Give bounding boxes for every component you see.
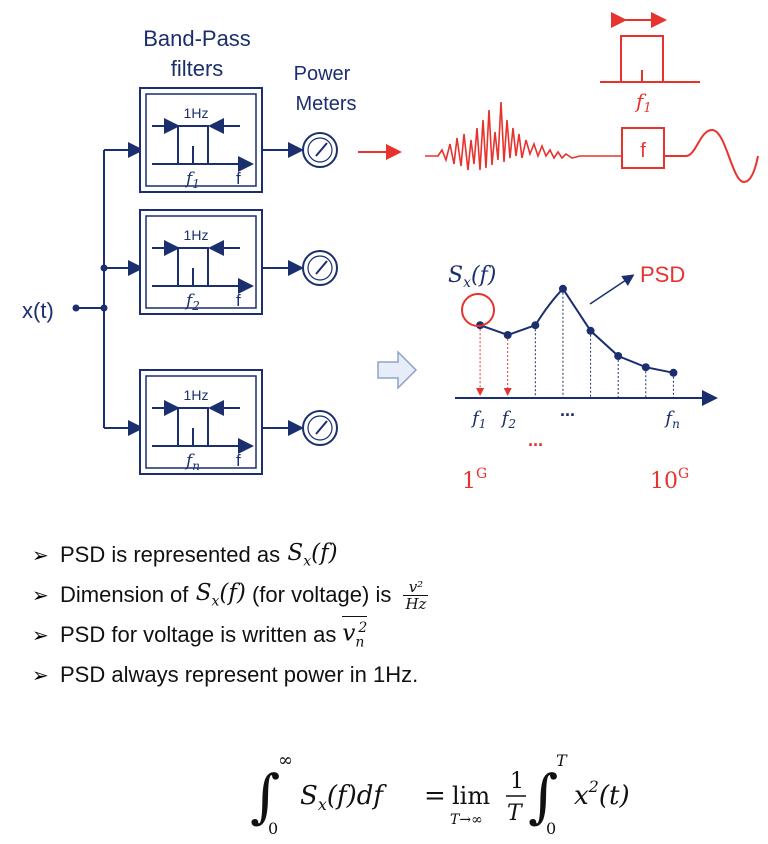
bullet-arrow-icon: ➢ xyxy=(32,624,49,647)
power-meter-icon xyxy=(302,410,338,446)
sx-highlight-circle xyxy=(461,293,495,327)
int-upper: ∞ xyxy=(278,750,293,771)
bullet-dimension: ➢ Dimension of Sx(f) (for voltage) is v²… xyxy=(32,575,752,615)
limit-sub: T→∞ xyxy=(450,812,483,828)
power-meters-title-1: Power xyxy=(294,63,351,85)
limit: lim xyxy=(452,782,490,810)
ellipsis-lower: ... xyxy=(528,430,543,450)
frac-T: T xyxy=(507,801,524,826)
bullet-power-1hz: ➢ PSD always represent power in 1Hz. xyxy=(32,655,752,695)
filter-block-1: 1Hz f1 f xyxy=(139,87,338,193)
signal-filter-box xyxy=(621,127,665,169)
range-high-label: 10G xyxy=(650,466,689,494)
spectrum-top-label: f1 xyxy=(634,89,652,116)
integrand: Sx(f)df xyxy=(300,781,387,814)
psd-freq-label: fn xyxy=(663,408,679,431)
power-meters-title-2: Meters xyxy=(295,93,356,115)
psd-freq-label: f1 xyxy=(470,408,486,431)
center-freq-label: fn xyxy=(184,451,200,473)
noise-signal xyxy=(425,101,622,171)
filter-block-3: 1Hz fn f xyxy=(139,369,338,475)
integral-sign-1: ∫ xyxy=(250,762,280,830)
int2-lower: 0 xyxy=(546,819,556,838)
filter-box xyxy=(139,209,263,315)
vn2-math: vn2 xyxy=(342,616,368,653)
filter-box xyxy=(139,87,263,193)
bandwidth-label: 1Hz xyxy=(184,227,209,243)
signal-box-label: f xyxy=(640,140,646,162)
psd-point xyxy=(531,321,540,330)
passband-shape xyxy=(177,247,209,286)
bullet-text: PSD for voltage is written as xyxy=(60,622,337,647)
frac-one: 1 xyxy=(510,769,524,794)
psd-point xyxy=(503,331,512,339)
sx-math: Sx(f) xyxy=(287,540,338,570)
integrand-2: x2(t) xyxy=(574,777,630,811)
passband-shape xyxy=(177,125,209,164)
psd-equation: ∫ ∞ 0 Sx(f)df = lim T→∞ 1 T ∫ T 0 x2(t) xyxy=(250,750,630,838)
psd-point xyxy=(586,326,595,335)
equals-sign: = xyxy=(424,781,446,811)
bullet-arrow-icon: ➢ xyxy=(32,664,49,687)
band-pass-title-2: filters xyxy=(171,56,224,81)
bullet-text: PSD always represent power in 1Hz. xyxy=(60,662,419,687)
axis-f-label: f xyxy=(236,169,241,188)
int-lower: 0 xyxy=(268,819,278,838)
bandwidth-label: 1Hz xyxy=(184,105,209,121)
filter-box xyxy=(139,369,263,475)
filtered-sine xyxy=(664,128,759,184)
bandwidth-label: 1Hz xyxy=(184,387,209,403)
psd-point xyxy=(641,363,650,372)
int2-upper: T xyxy=(556,751,568,770)
sx-label: Sx(f) xyxy=(448,263,496,291)
junction-node xyxy=(100,304,108,312)
bullet-voltage-psd: ➢ PSD for voltage is written as vn2 xyxy=(32,615,752,655)
psd-point xyxy=(614,352,623,360)
psd-label: PSD xyxy=(640,262,685,287)
psd-point xyxy=(669,368,678,377)
junction-node-2 xyxy=(100,264,108,272)
filter-inner-box xyxy=(145,215,257,309)
bullet-text-mid: (for voltage) is xyxy=(245,582,398,607)
psd-curve xyxy=(479,287,674,374)
input-node xyxy=(72,304,80,312)
sx-math: Sx(f) xyxy=(195,580,246,610)
center-freq-label: f2 xyxy=(184,291,200,313)
bullet-arrow-icon: ➢ xyxy=(32,544,49,567)
filter-inner-box xyxy=(145,375,257,469)
center-freq-label: f1 xyxy=(184,169,200,191)
axis-f-label: f xyxy=(236,451,241,470)
bullet-list: ➢ PSD is represented as Sx(f) ➢ Dimensio… xyxy=(32,535,752,695)
axis-f-label: f xyxy=(236,291,241,310)
input-label: x(t) xyxy=(22,298,54,323)
filter-block-2: 1Hz f2 f xyxy=(139,209,338,315)
power-meter-icon xyxy=(302,132,338,168)
integral-sign-2: ∫ xyxy=(528,762,558,830)
passband-shape xyxy=(177,407,209,446)
bullet-psd-representation: ➢ PSD is represented as Sx(f) xyxy=(32,535,752,575)
power-meter-icon xyxy=(302,250,338,286)
psd-point xyxy=(558,284,567,293)
range-low-label: 1G xyxy=(462,466,487,494)
filter-spectrum-top xyxy=(600,12,700,83)
psd-diagram: Band-Pass filters Power Meters x(t) 1Hz f… xyxy=(22,12,759,494)
psd-freq-label: f2 xyxy=(500,408,516,431)
bullet-arrow-icon: ➢ xyxy=(32,584,49,607)
band-pass-title-1: Band-Pass xyxy=(143,26,251,51)
transform-arrow-icon xyxy=(377,350,418,390)
bullet-text: Dimension of xyxy=(60,582,189,607)
ellipsis-upper: ... xyxy=(560,400,575,420)
input-wiring xyxy=(76,142,144,436)
psd-label-leader xyxy=(589,274,635,305)
bullet-text: PSD is represented as xyxy=(60,542,281,567)
filter-inner-box xyxy=(145,93,257,187)
